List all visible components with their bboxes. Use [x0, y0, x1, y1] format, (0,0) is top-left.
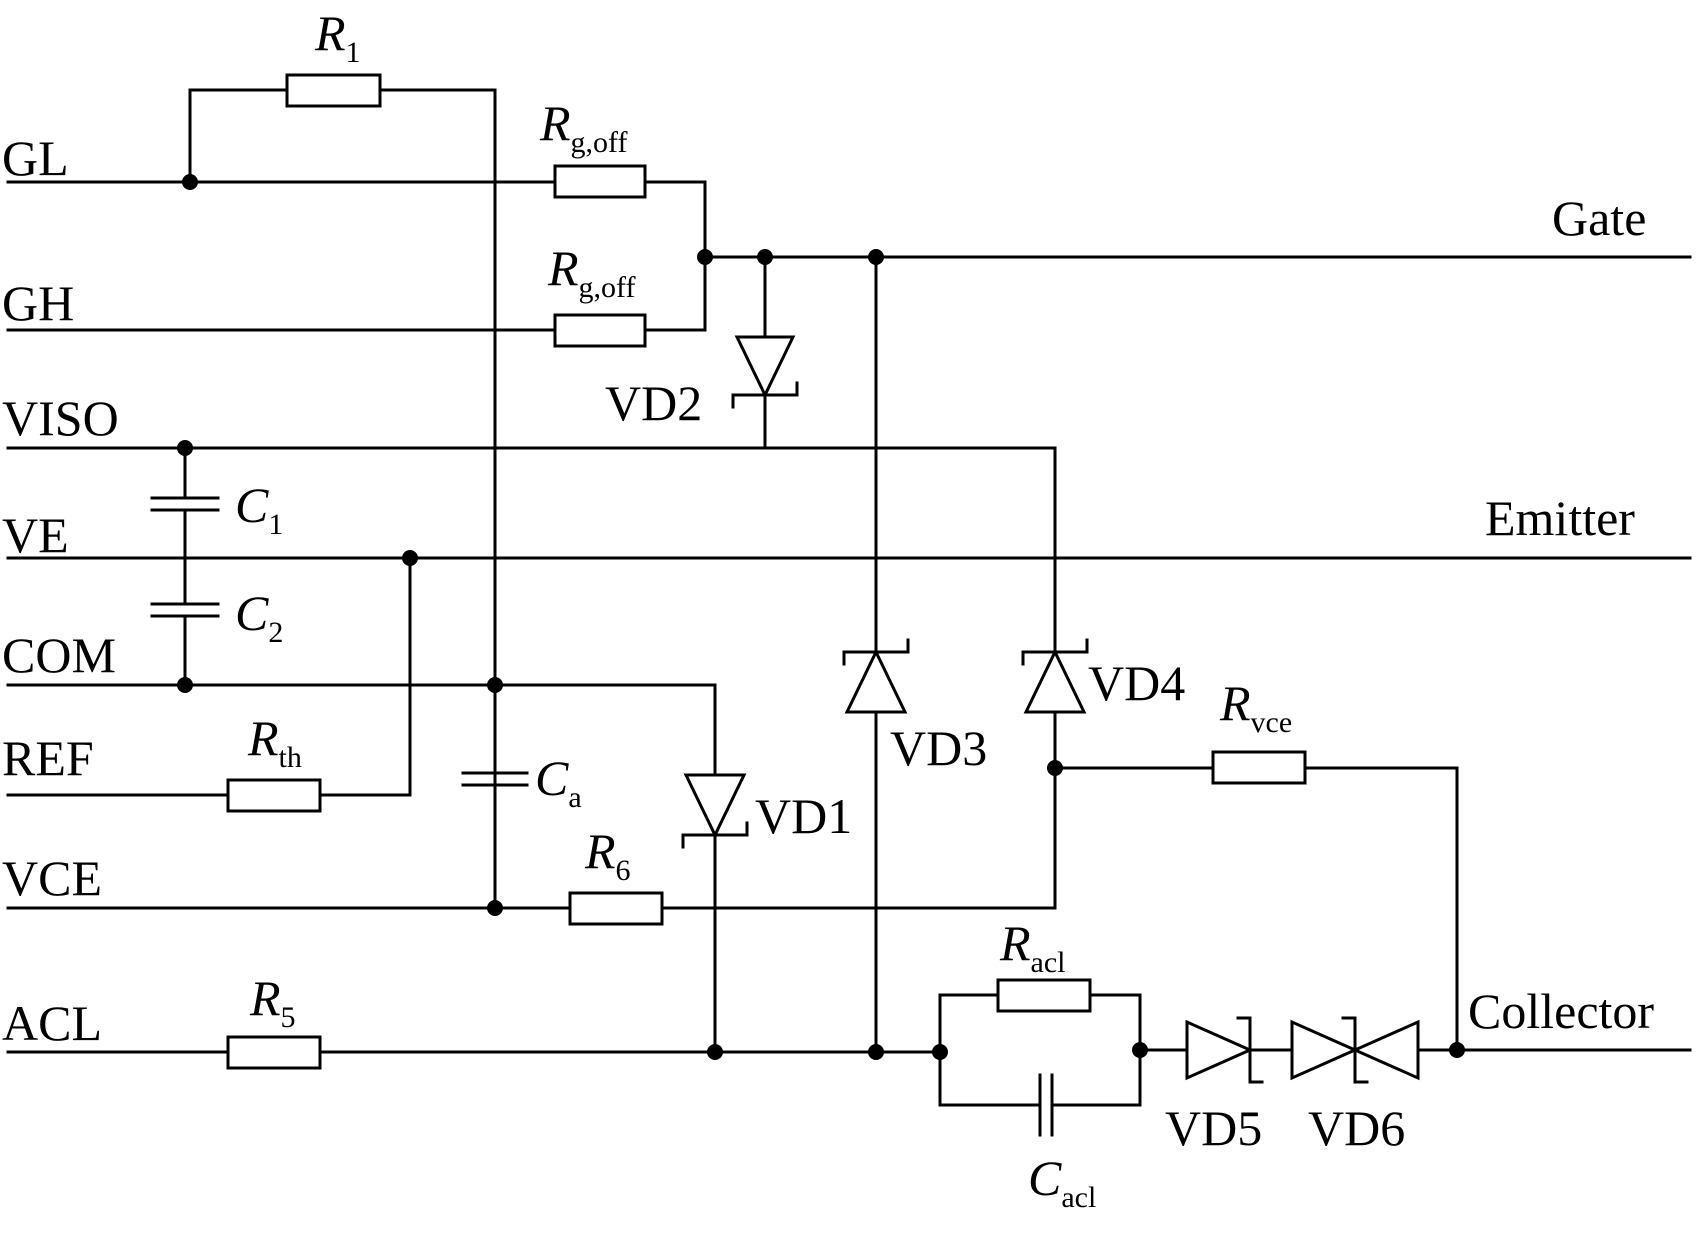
diodes — [681, 335, 1420, 1084]
junction-dot — [697, 249, 713, 265]
resistor-rth — [226, 778, 322, 813]
junction-dot — [757, 249, 773, 265]
resistor-r6 — [568, 891, 664, 926]
terminal-collector-label: Collector — [1468, 983, 1654, 1039]
label-rvce: Rvce — [1219, 675, 1292, 739]
diode-vd6 — [1290, 1016, 1420, 1084]
junction-dot — [932, 1044, 948, 1060]
terminal-gh-label: GH — [2, 275, 74, 331]
label-vd4: VD4 — [1088, 655, 1185, 711]
capacitor-c2 — [150, 602, 220, 618]
label-ca: Ca — [535, 750, 582, 814]
resistor-rgoff-gl — [553, 164, 647, 199]
diode-vd3 — [842, 638, 910, 714]
junction-dot — [707, 1044, 723, 1060]
junction-dot — [868, 249, 884, 265]
junction-dot — [177, 677, 193, 693]
label-r6: R6 — [584, 823, 631, 887]
junction-dot — [868, 1044, 884, 1060]
label-vd1: VD1 — [755, 788, 852, 844]
terminal-gl-label: GL — [2, 130, 69, 186]
junction-dot — [1132, 1042, 1148, 1058]
label-rgoff-gl: Rg,off — [539, 95, 628, 159]
terminal-vce-label: VCE — [2, 850, 102, 906]
diode-vd2 — [731, 335, 799, 409]
label-cacl: Cacl — [1028, 1150, 1096, 1214]
junction-dot — [487, 900, 503, 916]
terminal-gate-label: Gate — [1552, 190, 1646, 246]
resistor-racl — [996, 978, 1092, 1013]
label-vd3: VD3 — [890, 720, 987, 776]
junction-dot — [182, 174, 198, 190]
junction-dot — [1047, 760, 1063, 776]
label-vd6: VD6 — [1308, 1100, 1405, 1156]
junction-dot — [402, 550, 418, 566]
capacitor-ca — [461, 771, 529, 787]
resistor-rgoff-gh — [553, 313, 647, 348]
terminal-emitter-label: Emitter — [1485, 490, 1635, 546]
resistor-r1 — [285, 73, 382, 108]
terminal-viso-label: VISO — [2, 390, 119, 446]
junction-dot — [487, 677, 503, 693]
label-rgoff-gh: Rg,off — [547, 240, 636, 304]
label-racl: Racl — [999, 915, 1066, 979]
terminal-ref-label: REF — [2, 730, 94, 786]
label-c2: C2 — [235, 585, 283, 649]
junction-dot — [1449, 1042, 1465, 1058]
label-r5: R5 — [249, 970, 296, 1034]
capacitor-c1 — [150, 496, 220, 512]
terminal-ve-label: VE — [2, 507, 69, 563]
label-rth: Rth — [247, 710, 302, 774]
junction-dot — [177, 440, 193, 456]
resistor-r5 — [226, 1035, 322, 1070]
resistors — [226, 73, 1307, 1070]
capacitors — [150, 496, 1054, 1137]
resistor-rvce — [1211, 750, 1307, 785]
label-c1: C1 — [235, 477, 283, 541]
terminal-acl-label: ACL — [2, 995, 102, 1051]
capacitor-cacl — [1038, 1073, 1054, 1137]
label-vd5: VD5 — [1165, 1100, 1262, 1156]
diode-vd5 — [1185, 1016, 1264, 1084]
label-vd2: VD2 — [605, 375, 702, 431]
component-labels: R1 Rg,off Rg,off Rth R6 R5 Racl Rvce C1 … — [235, 5, 1405, 1214]
label-r1: R1 — [314, 5, 361, 69]
diode-vd4 — [1021, 638, 1089, 714]
terminal-com-label: COM — [2, 627, 116, 683]
diode-vd1 — [681, 773, 749, 849]
junction-dots — [177, 174, 1465, 1060]
terminal-labels: GL GH VISO VE COM REF VCE ACL Gate Emitt… — [2, 130, 1654, 1051]
